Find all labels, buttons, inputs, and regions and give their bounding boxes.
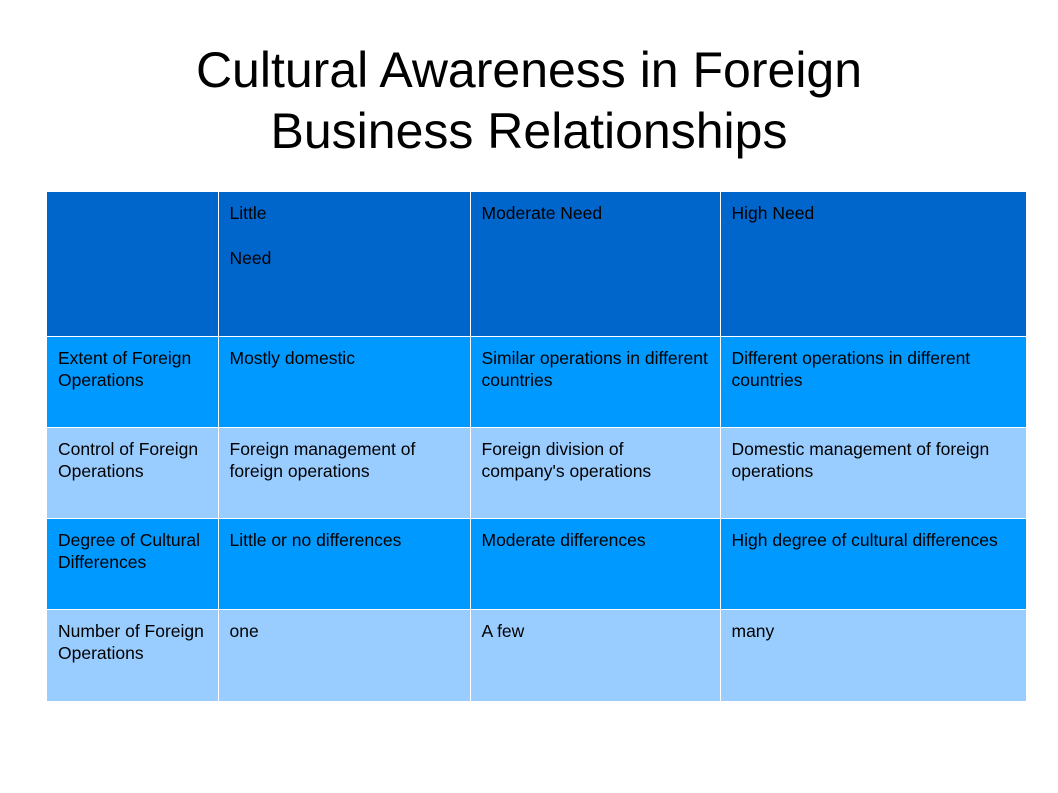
moderate-need-cell: Foreign division of company's operations xyxy=(470,427,721,519)
high-need-cell: many xyxy=(720,609,1026,702)
moderate-need-cell: Similar operations in different countrie… xyxy=(470,336,721,428)
row-label-cell: Control of Foreign Operations xyxy=(47,427,219,519)
little-need-cell: Foreign management of foreign operations xyxy=(218,427,471,519)
high-need-cell: Different operations in different countr… xyxy=(720,336,1026,428)
slide-title: Cultural Awareness in Foreign Business R… xyxy=(0,40,1058,162)
slide-title-line-2: Business Relationships xyxy=(270,103,788,159)
row-label-cell: Number of Foreign Operations xyxy=(47,609,219,702)
little-need-cell: one xyxy=(218,609,471,702)
table-row: Control of Foreign Operations Foreign ma… xyxy=(47,427,1026,519)
moderate-need-cell: A few xyxy=(470,609,721,702)
header-cell-moderate-need: Moderate Need xyxy=(470,192,721,337)
header-cell-little-need: Little Need xyxy=(218,192,471,337)
table-header-row: Little Need Moderate Need High Need xyxy=(47,192,1026,337)
header-little-line-2: Need xyxy=(229,248,272,268)
header-corner-cell xyxy=(47,192,219,337)
table-row: Extent of Foreign Operations Mostly dome… xyxy=(47,336,1026,428)
table-row: Number of Foreign Operations one A few m… xyxy=(47,609,1026,702)
row-label-cell: Degree of Cultural Differences xyxy=(47,518,219,610)
table-row: Degree of Cultural Differences Little or… xyxy=(47,518,1026,610)
little-need-cell: Little or no differences xyxy=(218,518,471,610)
row-label-cell: Extent of Foreign Operations xyxy=(47,336,219,428)
high-need-cell: High degree of cultural differences xyxy=(720,518,1026,610)
moderate-need-cell: Moderate differences xyxy=(470,518,721,610)
little-need-cell: Mostly domestic xyxy=(218,336,471,428)
cultural-awareness-table: Little Need Moderate Need High Need Exte… xyxy=(47,192,1026,702)
header-cell-high-need: High Need xyxy=(720,192,1026,337)
slide-title-line-1: Cultural Awareness in Foreign xyxy=(195,42,863,98)
header-little-line-1: Little xyxy=(229,203,267,223)
high-need-cell: Domestic management of foreign operation… xyxy=(720,427,1026,519)
